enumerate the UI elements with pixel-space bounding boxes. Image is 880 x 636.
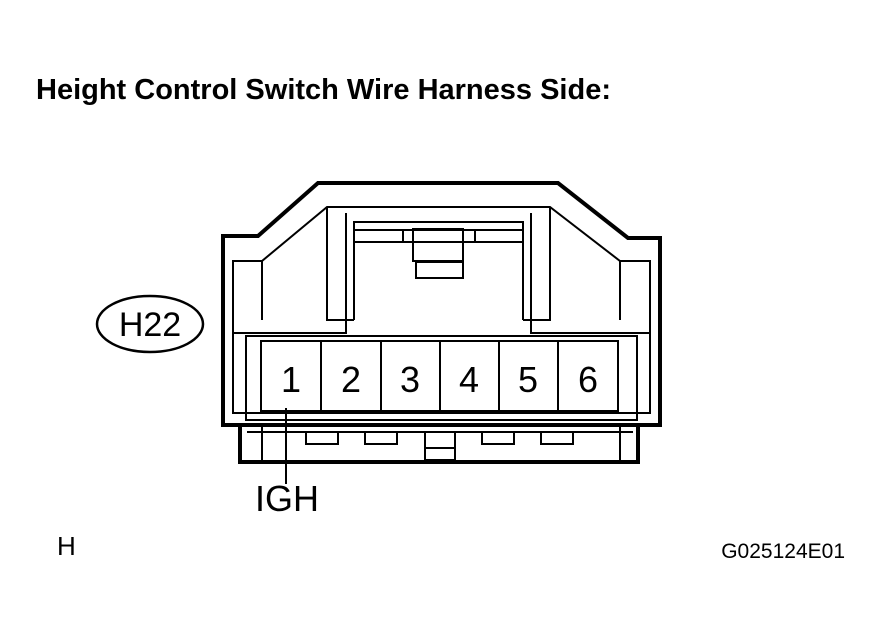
corner-label: H: [57, 531, 76, 561]
signal-label: IGH: [255, 478, 319, 519]
pin-number: 6: [578, 359, 598, 400]
pin-cell: [557, 340, 619, 412]
connector-code-oval: [95, 294, 205, 354]
diagram-title: Height Control Switch Wire Harness Side:: [36, 74, 611, 106]
figure-code: G025124E01: [721, 540, 845, 563]
pin-number: 1: [281, 359, 301, 400]
pin-number: 4: [459, 359, 479, 400]
pin-number: 2: [341, 359, 361, 400]
pin-number: 3: [400, 359, 420, 400]
pin-number: 5: [518, 359, 538, 400]
connector-body: [221, 181, 662, 464]
connector-code: H22: [119, 306, 181, 344]
pin-grid: [260, 340, 619, 412]
